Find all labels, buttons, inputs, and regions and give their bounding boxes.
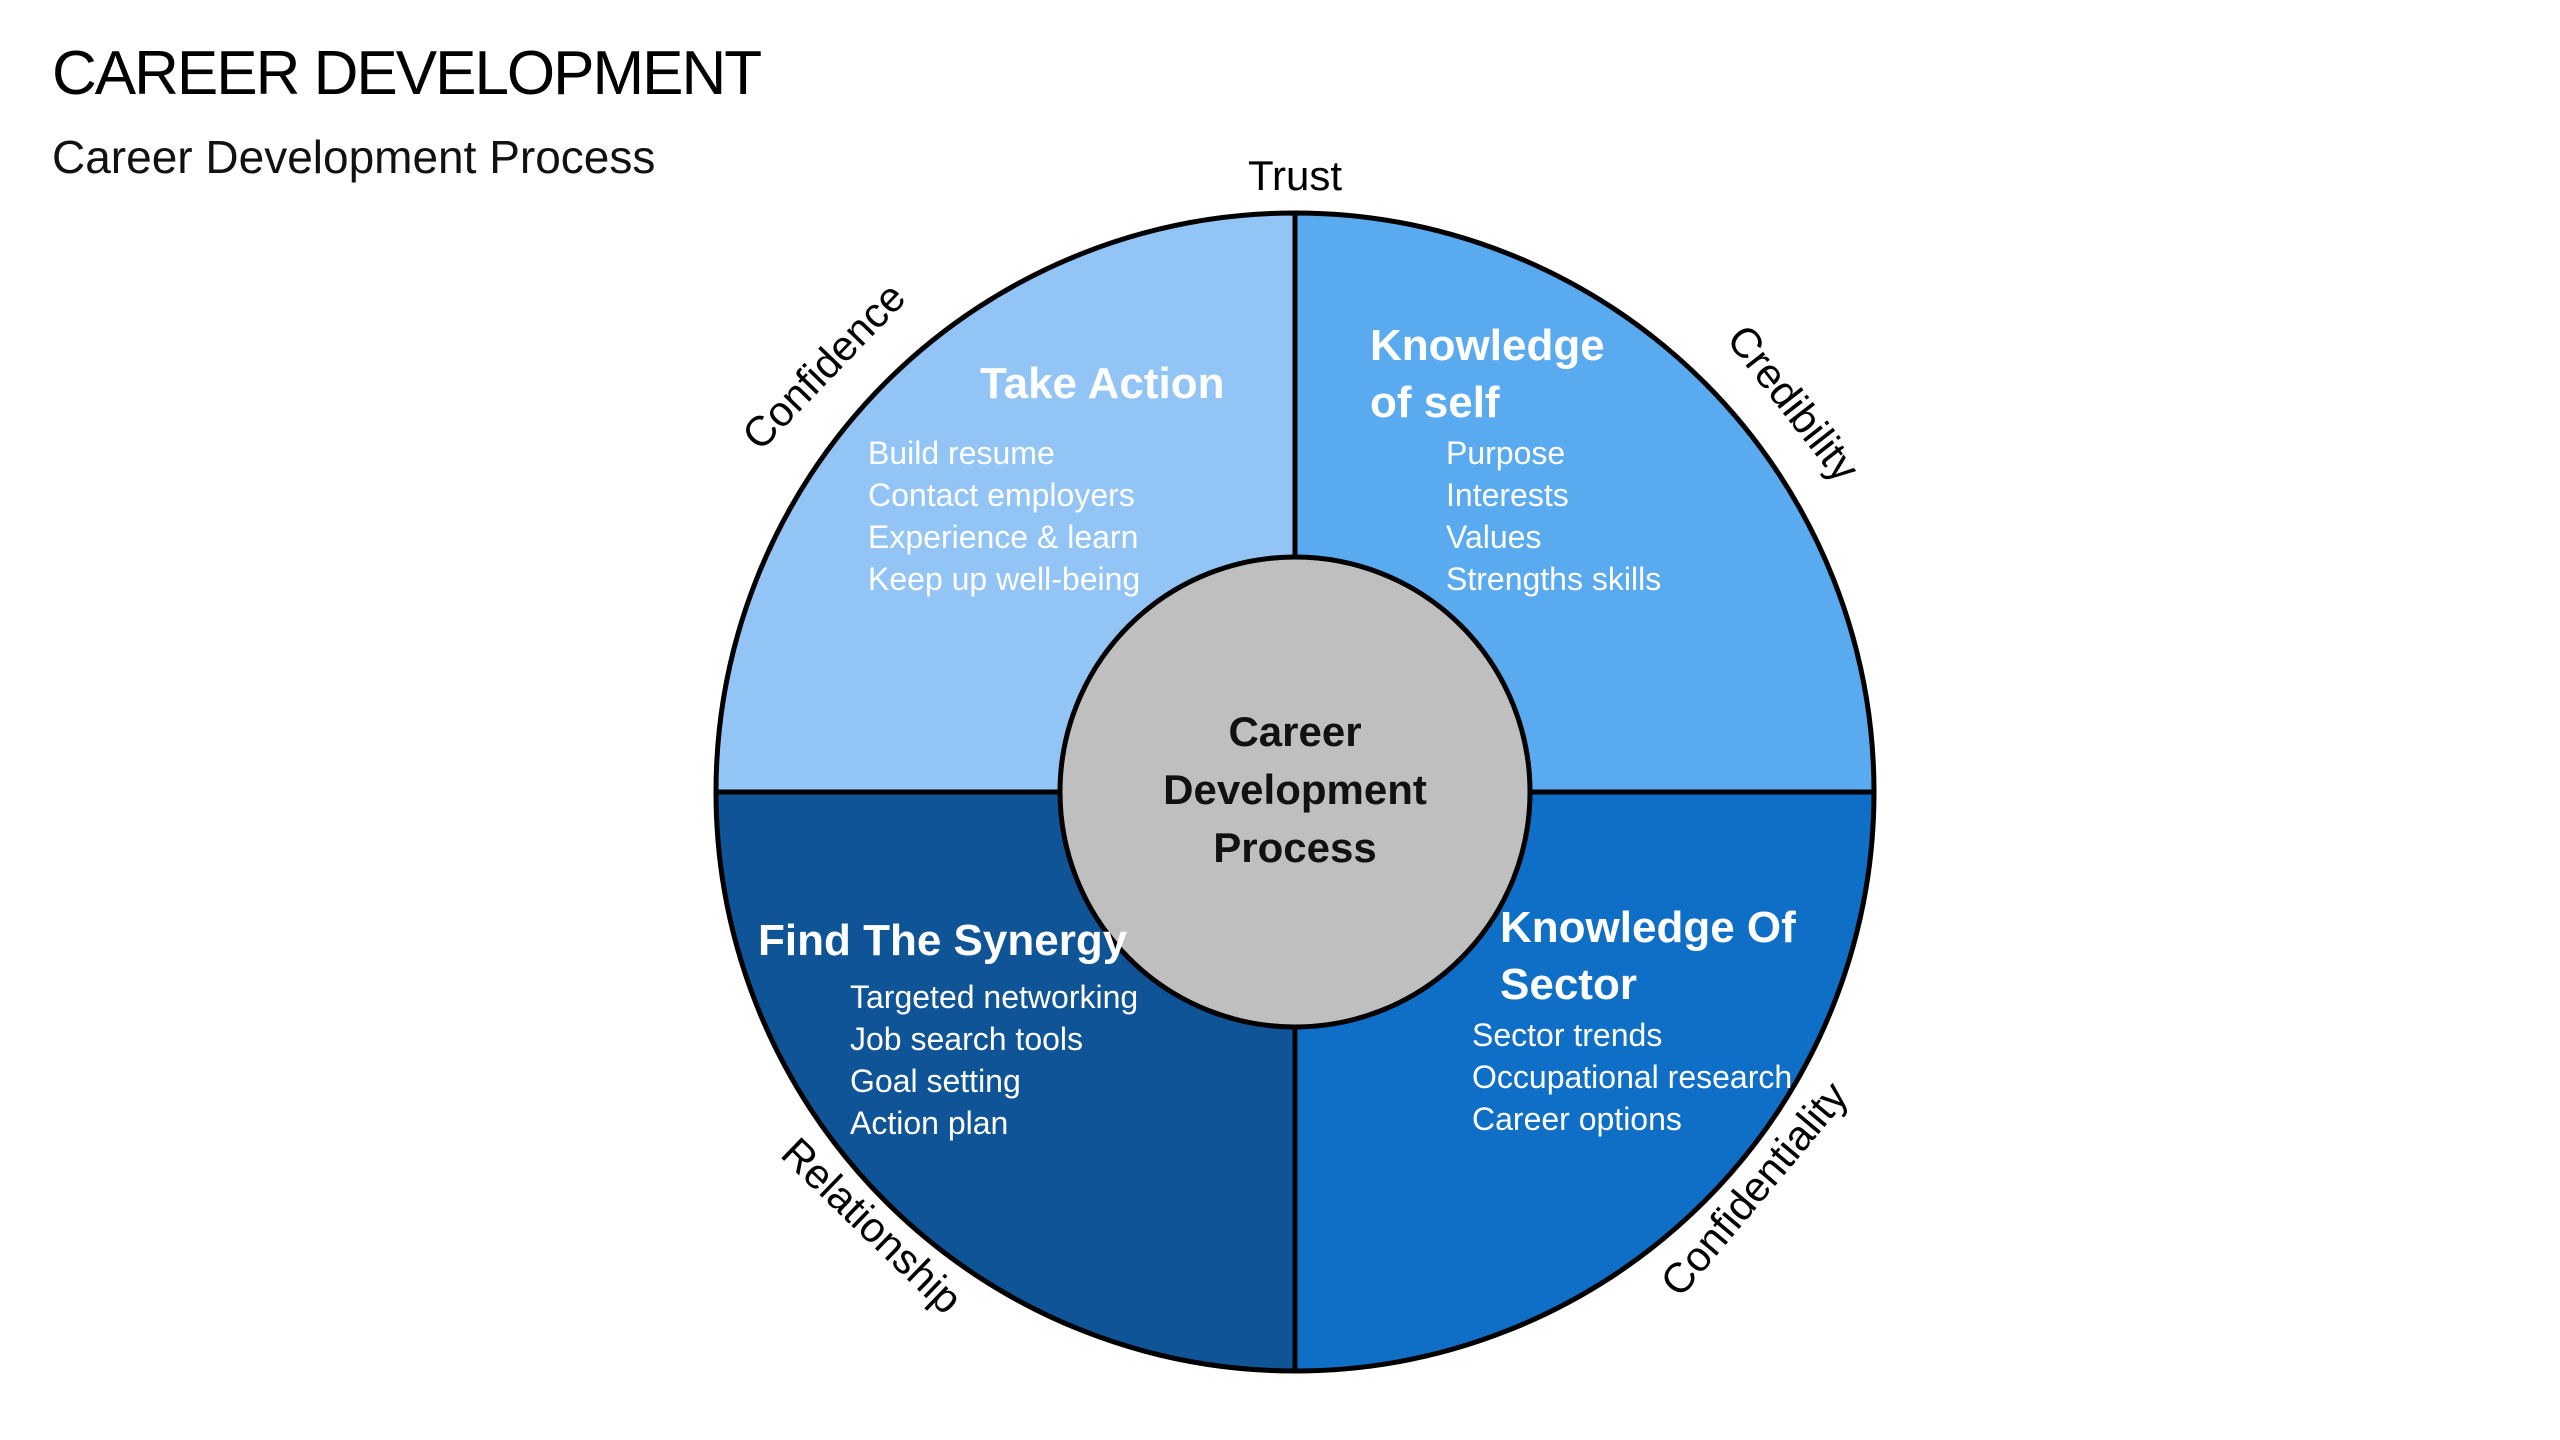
knowledge-of-self-item: Strengths skills bbox=[1446, 561, 1661, 597]
knowledge-of-sector-title: Knowledge Of bbox=[1500, 903, 1796, 952]
center-label: Process bbox=[1213, 824, 1376, 871]
knowledge-of-sector-title: Sector bbox=[1500, 960, 1637, 1009]
take-action-item: Build resume bbox=[868, 435, 1055, 471]
knowledge-of-self-item: Purpose bbox=[1446, 435, 1565, 471]
find-the-synergy-item: Job search tools bbox=[850, 1021, 1083, 1057]
slide-subtitle: Career Development Process bbox=[52, 131, 656, 183]
knowledge-of-self-title: Knowledge bbox=[1370, 321, 1605, 370]
knowledge-of-sector-item: Sector trends bbox=[1472, 1017, 1662, 1053]
knowledge-of-sector-item: Career options bbox=[1472, 1101, 1682, 1137]
take-action-item: Experience & learn bbox=[868, 519, 1138, 555]
take-action-item: Keep up well-being bbox=[868, 561, 1140, 597]
center-label: Development bbox=[1163, 766, 1427, 813]
center-circle bbox=[1057, 554, 1533, 1030]
find-the-synergy-item: Goal setting bbox=[850, 1063, 1021, 1099]
knowledge-of-self-title: of self bbox=[1370, 378, 1500, 427]
find-the-synergy-item: Action plan bbox=[850, 1105, 1008, 1141]
center-label: Career bbox=[1228, 708, 1361, 755]
knowledge-of-sector-item: Occupational research bbox=[1472, 1059, 1792, 1095]
slide-title: CAREER DEVELOPMENT bbox=[52, 39, 762, 108]
knowledge-of-self-item: Values bbox=[1446, 519, 1541, 555]
knowledge-of-self-item: Interests bbox=[1446, 477, 1569, 513]
ring-label-trust: Trust bbox=[1248, 152, 1342, 199]
find-the-synergy-item: Targeted networking bbox=[850, 979, 1138, 1015]
find-the-synergy-title: Find The Synergy bbox=[758, 916, 1128, 965]
take-action-title: Take Action bbox=[980, 359, 1225, 408]
take-action-item: Contact employers bbox=[868, 477, 1135, 513]
